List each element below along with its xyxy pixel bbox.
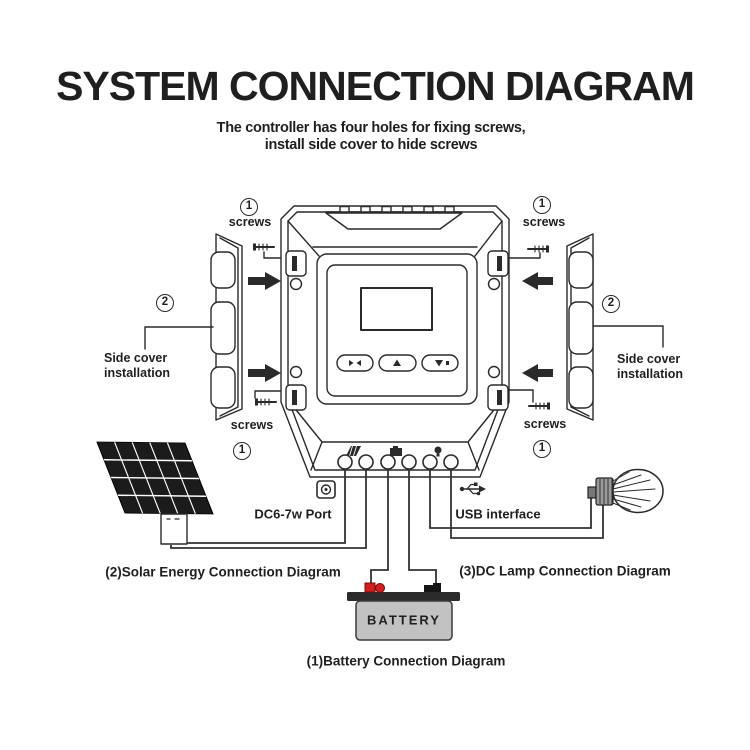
solar-terminal-icon	[346, 445, 361, 457]
top-vent-notches	[325, 205, 463, 213]
down-button-icon	[435, 360, 449, 367]
left-side-cover	[210, 233, 243, 421]
menu-button	[336, 354, 374, 372]
battery-wire-neg	[408, 469, 437, 584]
controller	[280, 205, 510, 478]
lamp-wire-1	[429, 469, 592, 529]
mounting-tabs	[285, 250, 509, 411]
arrow-icon-left-top	[248, 272, 281, 290]
solar-connection-caption: (2)Solar Energy Connection Diagram	[105, 564, 341, 580]
front-panel-outer	[316, 253, 478, 405]
usb-interface-label: USB interface	[455, 506, 541, 522]
solar-panel	[96, 441, 214, 545]
side-cover-label-left: Side cover installation	[104, 351, 170, 381]
front-panel-inner	[326, 264, 468, 397]
up-button	[378, 354, 417, 372]
solar-wire-2	[170, 469, 367, 549]
battery	[347, 582, 460, 641]
screw-icons	[253, 243, 550, 410]
battery-wire-pos	[370, 469, 389, 584]
menu-button-icon	[349, 360, 361, 366]
lamp-connection-caption: (3)DC Lamp Connection Diagram	[459, 563, 671, 579]
install-arrows	[248, 272, 553, 382]
subtitle-line-2: install side cover to hide screws	[264, 136, 478, 153]
screws-label-top-left: screws	[228, 215, 272, 229]
battery-connection-caption: (1)Battery Connection Diagram	[306, 653, 506, 669]
arrow-icon-left-bottom	[248, 364, 281, 382]
step-badge-screws-top-right: 1	[533, 196, 551, 214]
screw-icon-top-right	[527, 245, 549, 253]
battery-terminal-icon	[390, 446, 402, 456]
dc-port-label: DC6-7w Port	[254, 506, 332, 522]
dc-port-icon	[316, 480, 336, 499]
page-subtitle: The controller has four holes for fixing…	[217, 120, 526, 153]
step-badge-side-cover-right: 2	[602, 295, 620, 313]
screws-label-top-right: screws	[522, 215, 566, 229]
lcd-screen	[360, 287, 433, 331]
device-buttons	[336, 354, 459, 372]
screw-icon-bottom-right	[528, 402, 550, 410]
lamp-terminal-icon	[434, 446, 442, 457]
right-side-cover	[566, 233, 594, 421]
step-badge-screws-top-left: 1	[240, 198, 258, 216]
battery-clamp-red	[364, 582, 385, 593]
side-cover-line-1: Side cover	[617, 352, 681, 366]
solar-wire-1	[187, 469, 346, 544]
controller-body	[280, 205, 510, 478]
side-cover-line-2: installation	[104, 366, 170, 380]
lamp-wire-2	[450, 469, 604, 539]
down-button	[421, 354, 459, 372]
subtitle-line-1: The controller has four holes for fixing…	[216, 120, 526, 136]
leader-lines	[144, 251, 664, 403]
usb-icon	[459, 482, 486, 496]
step-badge-screws-bottom-left: 1	[233, 442, 251, 460]
battery-clamp-black	[424, 583, 441, 592]
page-title: SYSTEM CONNECTION DIAGRAM	[56, 63, 695, 109]
battery-text: BATTERY	[367, 612, 441, 628]
screws-label-bottom-right: screws	[523, 417, 567, 431]
side-cover-label-right: Side cover installation	[617, 352, 683, 382]
solar-junction-box	[160, 513, 188, 545]
step-badge-screws-bottom-right: 1	[533, 440, 551, 458]
side-cover-line-1: Side cover	[104, 351, 168, 365]
wires	[170, 469, 604, 584]
screws-label-bottom-left: screws	[230, 418, 274, 432]
side-cover-line-2: installation	[617, 367, 683, 381]
screw-icon-top-left	[253, 243, 275, 251]
up-button-icon	[393, 359, 401, 366]
arrow-icon-right-bottom	[522, 364, 553, 382]
step-badge-side-cover-left: 2	[156, 294, 174, 312]
arrow-icon-right-top	[522, 272, 553, 290]
screw-icon-bottom-left	[255, 398, 277, 406]
dc-bulb	[587, 468, 664, 514]
